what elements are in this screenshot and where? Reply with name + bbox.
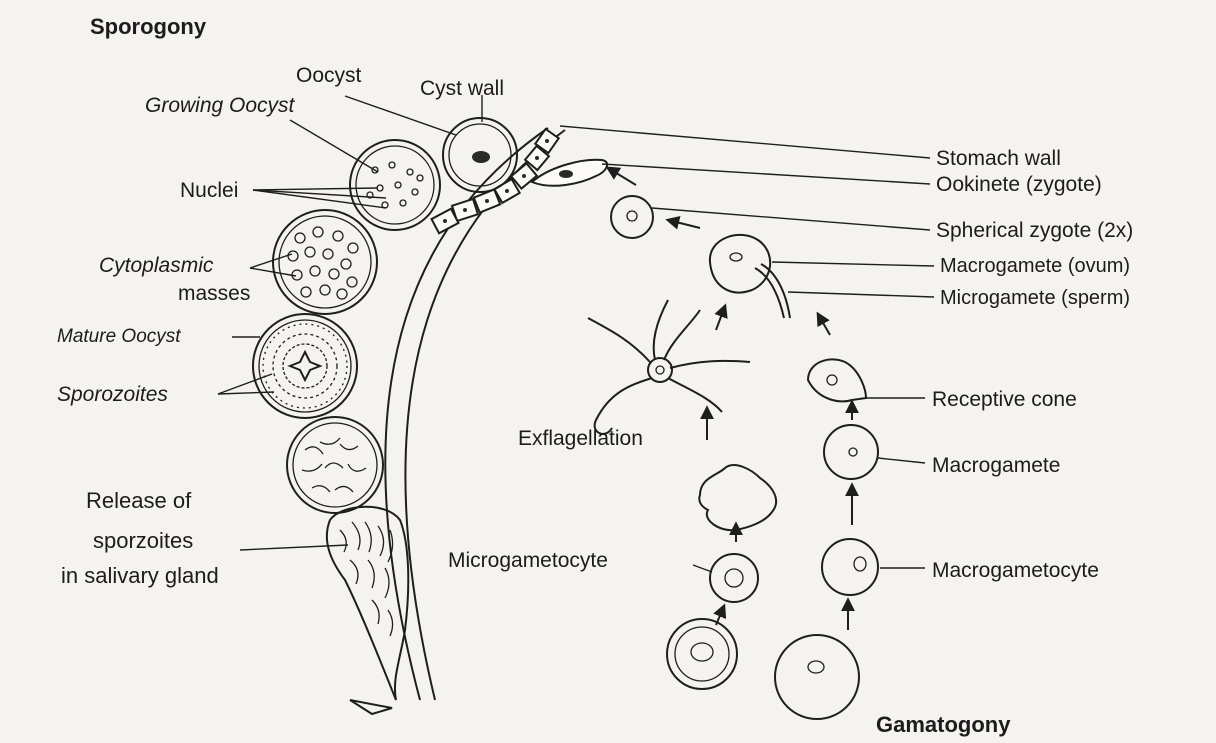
mature-oocyst-cell <box>253 314 357 418</box>
label-nuclei: Nuclei <box>180 180 238 201</box>
label-microgametocyte: Microgametocyte <box>448 550 608 571</box>
microgametocyte-cell <box>710 554 758 602</box>
growing-oocyst-cell <box>350 140 440 230</box>
oocyst-cell <box>443 118 517 192</box>
ruptured-oocyst-cell <box>287 417 383 513</box>
young-microgametocyte-cell <box>667 619 737 689</box>
lobed-microgametocyte <box>699 465 776 530</box>
label-release-2: sporzoites <box>93 530 193 552</box>
label-growing-oocyst: Growing Oocyst <box>145 95 294 116</box>
label-ookinete: Ookinete (zygote) <box>936 174 1102 195</box>
heading-gamatogony: Gamatogony <box>876 714 1010 736</box>
macrogametocyte-cell <box>822 539 878 595</box>
exflagellation-cell <box>588 300 750 434</box>
spherical-zygote-cell <box>611 196 653 238</box>
label-receptive-cone: Receptive cone <box>932 389 1077 410</box>
label-stomach-wall: Stomach wall <box>936 148 1061 169</box>
salivary-gland <box>327 507 408 700</box>
label-oocyst: Oocyst <box>296 65 361 86</box>
cytoplasmic-masses-oocyst <box>273 210 377 314</box>
label-release-1: Release of <box>86 490 191 512</box>
label-masses: masses <box>178 283 250 304</box>
label-exflagellation: Exflagellation <box>518 428 643 449</box>
label-cytoplasmic: Cytoplasmic <box>99 255 213 276</box>
label-macrogamete: Macrogamete <box>932 455 1060 476</box>
label-spherical-zygote: Spherical zygote (2x) <box>936 220 1133 241</box>
label-release-3: in salivary gland <box>61 565 219 587</box>
young-macrogametocyte-cell <box>775 635 859 719</box>
receptive-cone-cell <box>808 359 866 401</box>
label-mature-oocyst: Mature Oocyst <box>57 327 181 346</box>
label-cyst-wall: Cyst wall <box>420 78 504 99</box>
label-macrogametocyte: Macrogametocyte <box>932 560 1099 581</box>
fertilization-cell <box>710 235 790 318</box>
label-microgamete-sperm: Microgamete (sperm) <box>940 288 1130 308</box>
label-sporozoites: Sporozoites <box>57 384 168 405</box>
macrogamete-cell <box>824 425 878 479</box>
heading-sporogony: Sporogony <box>90 16 206 38</box>
label-macrogamete-ovum: Macrogamete (ovum) <box>940 256 1130 276</box>
stomach-wall-base <box>350 700 392 714</box>
